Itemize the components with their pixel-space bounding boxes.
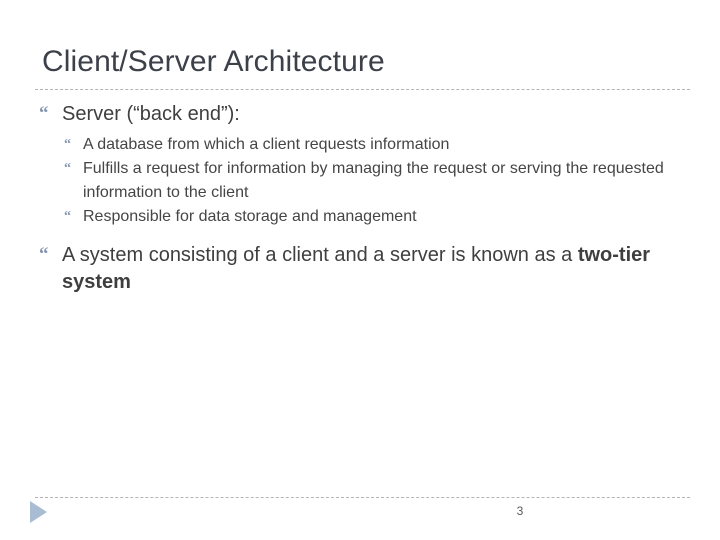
- sub-bullet-item-storage: “ Responsible for data storage and manag…: [60, 205, 696, 229]
- bullet-item-label: A system consisting of a client and a se…: [62, 242, 696, 296]
- bullet-item-two-tier: “ A system consisting of a client and a …: [36, 242, 696, 296]
- play-triangle-icon[interactable]: [30, 501, 47, 523]
- bullet-item-label: Server (“back end”):: [62, 103, 240, 125]
- bullet-quote-icon: “: [39, 244, 49, 265]
- bullet-text-emphasis: two-tier system: [62, 244, 651, 293]
- sub-bullet-item-label: Fulfills a request for information by ma…: [83, 160, 664, 201]
- slide-body: “ Server (“back end”): “ A database from…: [36, 101, 696, 300]
- bullet-text-normal: A system consisting of a client and a se…: [62, 244, 578, 266]
- sub-bullet-item-fulfills: “ Fulfills a request for information by …: [60, 157, 696, 205]
- bullet-item-server: “ Server (“back end”):: [36, 101, 696, 128]
- sub-bullet-item-label: Responsible for data storage and managem…: [83, 208, 417, 225]
- sub-bullet-item-database: “ A database from which a client request…: [60, 133, 696, 157]
- bullet-quote-icon: “: [64, 161, 71, 176]
- sub-bullet-item-label: A database from which a client requests …: [83, 136, 450, 153]
- title-divider: [35, 89, 690, 90]
- footer-divider: [35, 497, 690, 498]
- bullet-quote-icon: “: [39, 103, 49, 124]
- bullet-quote-icon: “: [64, 137, 71, 152]
- sub-bullet-list: “ A database from which a client request…: [60, 133, 696, 229]
- content-spacer: [36, 229, 696, 242]
- page-number: 3: [516, 504, 524, 518]
- bullet-quote-icon: “: [64, 209, 71, 224]
- page-title: Client/Server Architecture: [42, 45, 385, 78]
